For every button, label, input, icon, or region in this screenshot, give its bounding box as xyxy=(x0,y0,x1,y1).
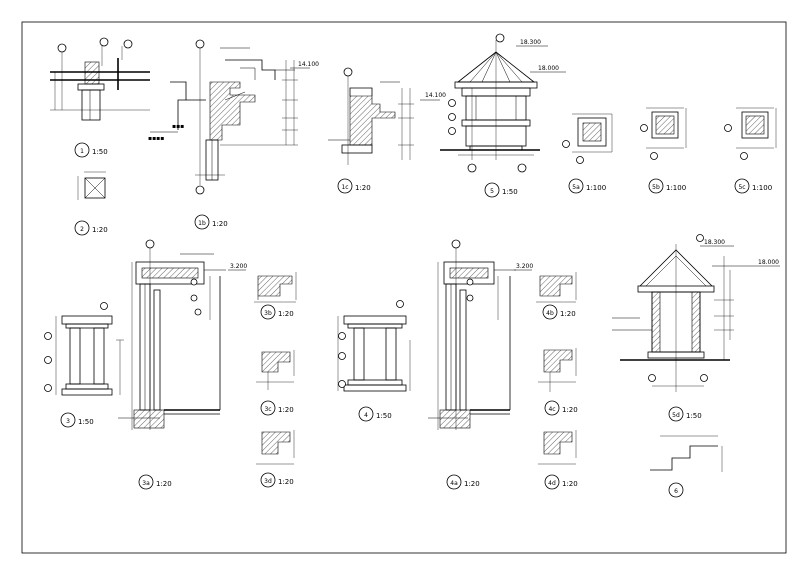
detail-5d: 18.300 18.000 xyxy=(612,234,780,392)
scale-label: 1:20 xyxy=(560,310,576,318)
detail-marker-label: 5 xyxy=(490,188,494,195)
scale-label: 1:20 xyxy=(278,406,294,414)
scale-label: 1:50 xyxy=(92,148,108,156)
detail-marker xyxy=(668,406,684,422)
scale-label: 1:100 xyxy=(586,184,606,192)
detail-marker xyxy=(337,178,353,194)
detail-5a xyxy=(562,113,613,164)
scale-label: 1:20 xyxy=(156,480,172,488)
detail-marker xyxy=(734,178,750,194)
scale-label: 1:50 xyxy=(502,188,518,196)
detail-marker-label: 5c xyxy=(738,184,745,191)
scale-label: 1:50 xyxy=(686,412,702,420)
detail-marker xyxy=(568,178,584,194)
detail-marker-label: 6 xyxy=(674,488,678,495)
detail-5c xyxy=(724,107,777,160)
scale-label: 1:100 xyxy=(752,184,772,192)
scale-label: 1:20 xyxy=(562,480,578,488)
detail-marker xyxy=(544,474,560,490)
elevation-label: 14.100 xyxy=(425,92,446,99)
detail-1c: 14.100 xyxy=(328,67,446,165)
detail-marker-label: 3d xyxy=(264,478,272,485)
svg-text:▪▪▪: ▪▪▪ xyxy=(172,123,184,130)
detail-marker-label: 3b xyxy=(264,310,272,317)
detail-marker-label: 4d xyxy=(548,480,556,487)
detail-3a: 3.200 xyxy=(118,239,247,430)
elevation-label: 14.100 xyxy=(298,61,319,68)
detail-marker-label: 5a xyxy=(572,184,580,191)
detail-marker xyxy=(446,474,462,490)
detail-marker xyxy=(544,400,560,416)
detail-4b xyxy=(536,272,577,303)
scale-label: 1:20 xyxy=(278,310,294,318)
detail-marker-label: 1b xyxy=(198,220,206,227)
detail-marker xyxy=(138,474,154,490)
detail-marker-label: 4a xyxy=(450,480,458,487)
elevation-label: 3.200 xyxy=(230,263,247,270)
scale-label: 1:20 xyxy=(278,478,294,486)
detail-marker-label: 4c xyxy=(548,406,555,413)
detail-marker xyxy=(260,304,276,320)
detail-marker-label: 4 xyxy=(364,412,368,419)
detail-marker xyxy=(484,182,500,198)
detail-marker-label: 3c xyxy=(264,406,271,413)
scale-label: 1:20 xyxy=(212,220,228,228)
detail-6 xyxy=(650,435,723,472)
scale-label: 1:20 xyxy=(562,406,578,414)
elevation-label: 18.300 xyxy=(704,239,725,246)
scale-label: 1:50 xyxy=(78,418,94,426)
detail-marker-label: 5b xyxy=(652,184,660,191)
detail-marker xyxy=(60,412,76,428)
detail-4 xyxy=(337,300,411,392)
detail-marker xyxy=(74,220,90,236)
detail-2 xyxy=(77,171,106,200)
detail-3c xyxy=(256,350,295,390)
detail-marker xyxy=(194,214,210,230)
detail-marker-label: 3 xyxy=(66,418,70,425)
detail-marker xyxy=(260,472,276,488)
detail-3b xyxy=(254,272,297,303)
detail-1b: ▪▪▪ ▪▪▪▪ 14.100 xyxy=(148,39,319,195)
detail-marker-label: 5d xyxy=(672,412,680,419)
scale-label: 1:20 xyxy=(464,480,480,488)
detail-marker xyxy=(542,304,558,320)
elevation-label: 18.000 xyxy=(538,65,559,72)
detail-5b xyxy=(640,107,687,160)
detail-4a: 3.200 xyxy=(428,239,533,430)
elevation-label: 3.200 xyxy=(516,263,533,270)
elevation-label: 18.000 xyxy=(758,259,779,266)
detail-marker xyxy=(74,142,90,158)
detail-3 xyxy=(44,302,124,396)
detail-marker xyxy=(648,178,664,194)
detail-4c xyxy=(538,348,577,392)
scale-label: 1:20 xyxy=(355,184,371,192)
scale-label: 1:20 xyxy=(92,226,108,234)
detail-1 xyxy=(50,37,150,121)
detail-5: 18.300 18.000 xyxy=(440,33,566,173)
detail-marker-label: 4b xyxy=(546,310,554,317)
sheet-border xyxy=(21,21,787,554)
detail-marker xyxy=(668,482,684,498)
scale-label: 1:100 xyxy=(666,184,686,192)
detail-marker-label: 2 xyxy=(80,226,84,233)
detail-marker-label: 1c xyxy=(341,184,348,191)
detail-4d xyxy=(538,430,577,465)
detail-3d xyxy=(256,430,295,465)
detail-marker-label: 1 xyxy=(80,148,84,155)
svg-text:▪▪▪▪: ▪▪▪▪ xyxy=(148,135,164,142)
detail-marker xyxy=(260,400,276,416)
detail-marker-label: 3a xyxy=(142,480,150,487)
elevation-label: 18.300 xyxy=(520,39,541,46)
scale-label: 1:50 xyxy=(376,412,392,420)
detail-marker xyxy=(358,406,374,422)
